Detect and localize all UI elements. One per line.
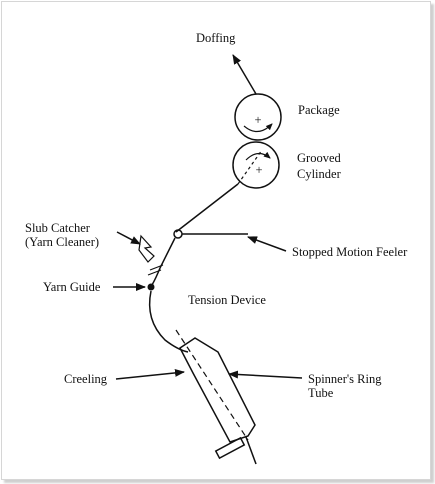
label-creeling: Creeling	[64, 372, 108, 386]
tube-spindle	[245, 436, 257, 465]
image-frame	[1, 1, 431, 480]
package-rotation-arrow	[243, 123, 273, 133]
yarn-guide-dot	[147, 283, 155, 291]
slub-catcher-shape	[138, 234, 155, 263]
spinners-tube-arrow	[228, 370, 303, 379]
yarn-groove-dashed	[237, 149, 263, 185]
package-circle: +	[234, 93, 282, 141]
label-package: Package	[298, 103, 340, 117]
label-spinner-line1: Spinner's Ring	[308, 372, 382, 386]
label-doffing: Doffing	[196, 31, 236, 45]
tube-base-plate	[214, 436, 246, 460]
grooved-cylinder-circle: +	[232, 141, 280, 189]
label-yarn-guide: Yarn Guide	[43, 280, 101, 294]
cylinder-rotation-arrow	[245, 151, 271, 161]
label-stopped-motion: Stopped Motion Feeler	[292, 245, 408, 259]
spinners-ring-tube	[175, 329, 257, 465]
yarn-tension-segment	[151, 237, 176, 286]
tube-axis-dashed	[175, 329, 249, 441]
stopped-motion-arrow	[247, 236, 287, 252]
doffing-arrow	[232, 54, 257, 95]
label-slub-line2: (Yarn Cleaner)	[25, 235, 99, 249]
yarn-upper-segment	[175, 183, 239, 233]
label-tension-device: Tension Device	[188, 293, 266, 307]
slub-catcher-arrow	[116, 231, 141, 245]
yarn-balloon-segment	[148, 290, 189, 353]
label-slub-line1: Slub Catcher	[25, 221, 91, 235]
creeling-arrow	[115, 368, 185, 380]
tension-device-marker-1	[149, 264, 164, 271]
package-plus-symbol: +	[254, 113, 261, 127]
label-grooved-line2: Cylinder	[297, 167, 342, 181]
cylinder-plus-symbol: +	[255, 163, 262, 177]
label-grooved-line1: Grooved	[297, 151, 341, 165]
tension-device-marker-2	[147, 269, 162, 276]
label-spinner-line2: Tube	[308, 386, 334, 400]
